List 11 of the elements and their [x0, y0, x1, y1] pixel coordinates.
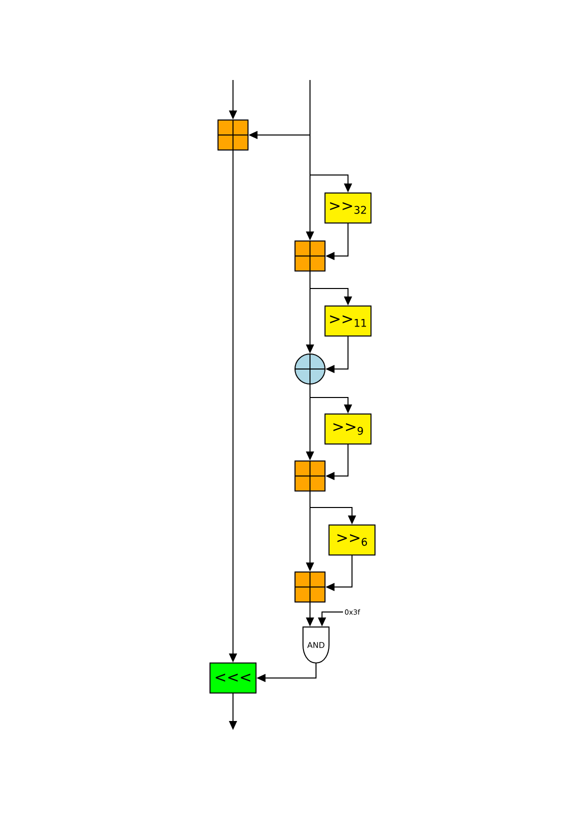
adder-box — [294, 460, 326, 492]
shift-box: >>$_{32}$ — [324, 192, 372, 224]
shift-box: >>$_{6}$ — [328, 524, 376, 556]
shift-box: >>$_{11}$ — [324, 306, 372, 336]
and-gate: AND — [302, 626, 330, 664]
adder-box — [294, 240, 326, 272]
adder-box — [294, 571, 326, 603]
rotate-box: <<< — [210, 662, 256, 694]
xor-circle — [294, 353, 326, 385]
adder-box — [217, 119, 249, 151]
shift-box: >>$_{9}$ — [324, 414, 372, 444]
